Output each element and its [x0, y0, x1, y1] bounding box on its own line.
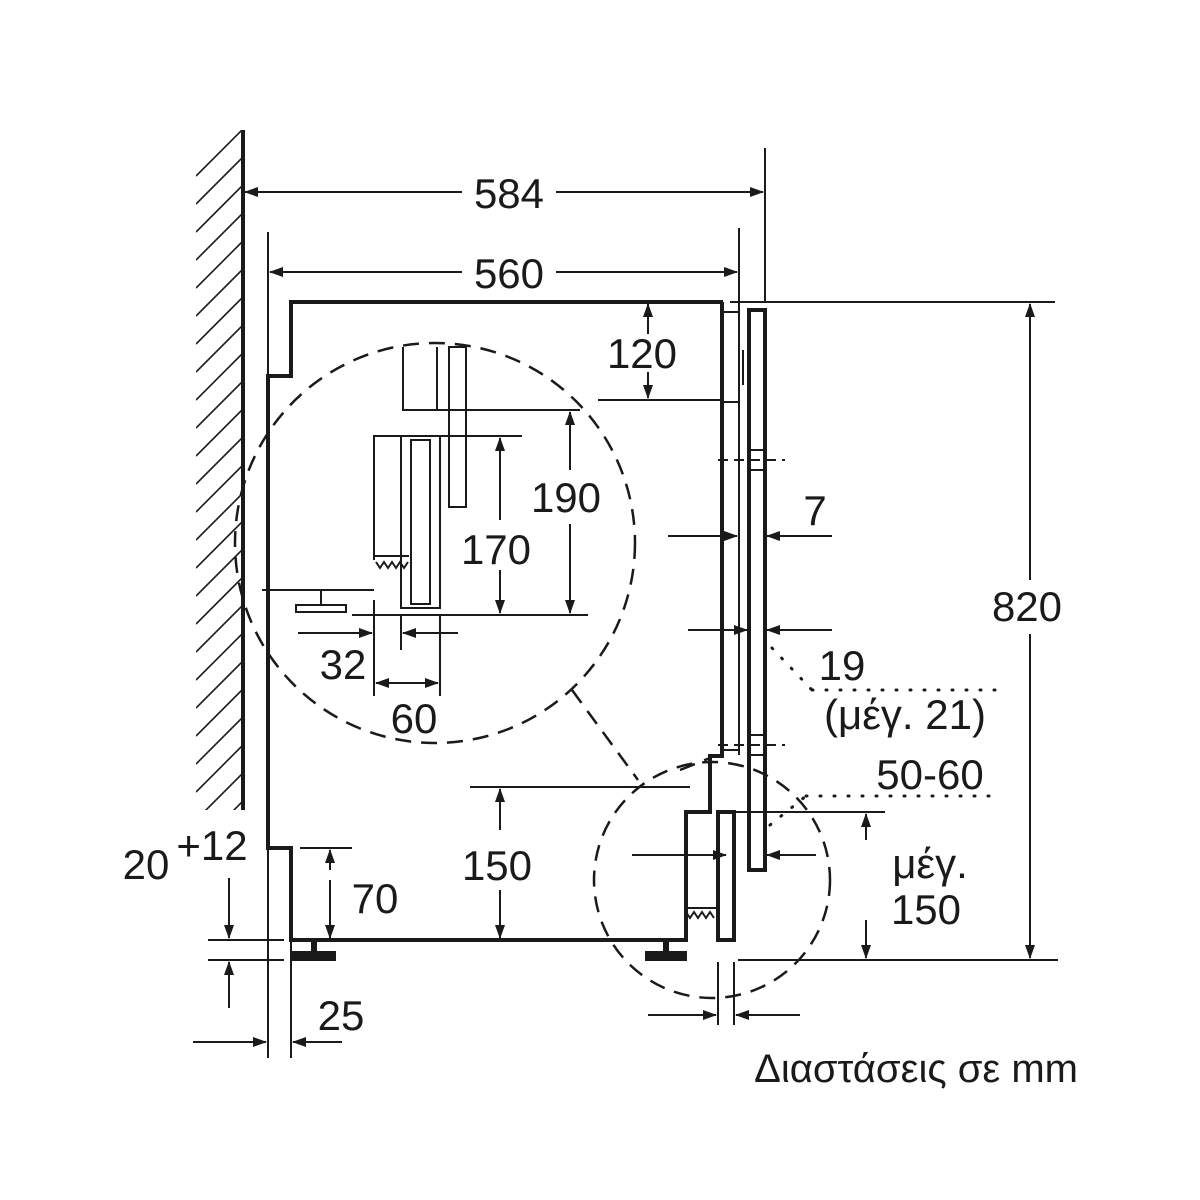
- dim-584-label: 584: [474, 170, 544, 217]
- dim-19-label: 19: [819, 642, 866, 689]
- dim-560-label: 560: [474, 250, 544, 297]
- wall: [196, 130, 245, 810]
- dim-70-label: 70: [352, 875, 399, 922]
- dim-150: 150: [462, 786, 690, 939]
- appliance-outline: [266, 232, 724, 1058]
- dim-max-label: μέγ.: [892, 840, 968, 887]
- dim-50-60: 50-60: [768, 751, 1000, 827]
- wall-hatching: [196, 130, 242, 810]
- dim-7: 7: [668, 487, 832, 541]
- dim-50-60-label: 50-60: [876, 751, 983, 798]
- dim-20-label: 20: [123, 841, 170, 888]
- dim-120: 120: [598, 303, 720, 401]
- dim-190: 190: [531, 411, 601, 614]
- left-foot: [290, 951, 336, 961]
- dim-170: 170: [461, 437, 531, 614]
- dim-max-150-label: 150: [891, 886, 961, 933]
- dim-19-max-label: (μέγ. 21): [824, 691, 986, 738]
- dim-25-label: 25: [318, 992, 365, 1039]
- units-caption: Διαστάσεις σε mm: [754, 1047, 1078, 1091]
- lower-detail-circle: [592, 760, 832, 1000]
- dim-150-label: 150: [462, 842, 532, 889]
- dim-19: 19 (μέγ. 21): [688, 625, 1000, 738]
- dim-32-label: 32: [320, 641, 367, 688]
- dim-60-label: 60: [391, 695, 438, 742]
- furniture-front: [718, 148, 1055, 872]
- detail-connector: [570, 689, 711, 781]
- dim-20-tolerance-label: +12: [176, 822, 247, 869]
- dim-560: 560: [269, 250, 738, 297]
- dim-60: 60: [375, 678, 439, 742]
- dim-190-label: 190: [531, 474, 601, 521]
- dim-max-150: μέγ. 150: [735, 811, 968, 959]
- dim-25: 25: [193, 992, 365, 1047]
- dim-70: 70: [300, 847, 399, 939]
- dim-7-label: 7: [803, 487, 826, 534]
- dim-584: 584: [244, 170, 764, 217]
- dim-820-label: 820: [992, 583, 1062, 630]
- dim-170-label: 170: [461, 526, 531, 573]
- upper-detail-circle: [233, 341, 637, 745]
- right-foot: [645, 951, 687, 961]
- dim-120-label: 120: [607, 330, 677, 377]
- dim-32: 32: [298, 628, 373, 688]
- dim-door-bottom: [648, 962, 800, 1025]
- dim-820: 820: [738, 303, 1062, 961]
- dim-20-plus-12: 20 +12: [123, 822, 284, 1008]
